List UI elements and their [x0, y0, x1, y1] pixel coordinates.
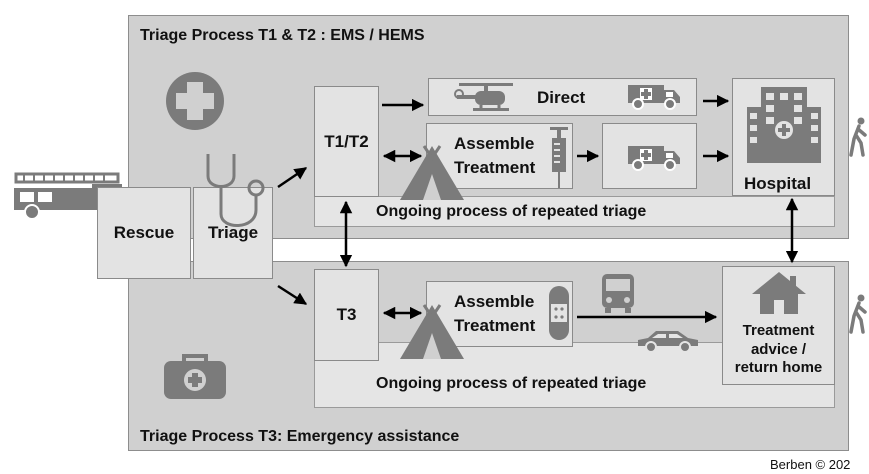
hospital-label: Hospital	[744, 174, 812, 193]
arrow-triage-t3	[277, 284, 308, 306]
stethoscope-icon	[206, 154, 265, 227]
walking-person-icon-top	[849, 117, 867, 157]
t1t2-box: T1/T2	[314, 86, 379, 197]
arrow-triage-t1t2	[277, 166, 308, 189]
bandage-icon	[549, 286, 569, 340]
medical-bag-icon	[164, 354, 226, 399]
credit-text: Berben © 202	[770, 457, 851, 472]
ambulance-icon-2	[628, 146, 680, 171]
ongoing-label-bottom: Ongoing process of repeated triage	[376, 375, 647, 392]
panel-t1-t2-title: Triage Process T1 & T2 : EMS / HEMS	[140, 27, 425, 44]
direct-label: Direct	[537, 88, 586, 107]
rescue-box: Rescue	[97, 187, 191, 279]
ongoing-region-top	[314, 196, 835, 227]
treatment-advice-text: Treatment advice / return home	[722, 318, 835, 382]
triage-box: Triage	[193, 187, 273, 279]
treatment-advice-line1: Treatment	[742, 321, 815, 339]
rescue-label: Rescue	[113, 223, 175, 243]
bus-icon	[602, 274, 634, 313]
panel-t3-title: Triage Process T3: Emergency assistance	[140, 428, 460, 445]
ambulance-icon	[628, 85, 680, 110]
syringe-icon	[550, 127, 568, 188]
t1t2-label: T1/T2	[324, 131, 369, 151]
car-icon	[638, 331, 698, 353]
walking-person-icon-bottom	[849, 294, 867, 334]
house-icon	[752, 272, 806, 314]
treatment-advice-line3: return home	[734, 359, 823, 377]
tent-icon-bottom	[400, 304, 464, 359]
assemble-top-line1: Assemble	[454, 134, 535, 153]
assemble-treatment-bottom-box	[426, 281, 573, 347]
t3-label: T3	[336, 305, 357, 325]
hospital-building-icon	[747, 87, 821, 163]
ambulance-box	[602, 123, 697, 189]
treatment-advice-line2: advice /	[750, 340, 807, 358]
assemble-bottom-line1: Assemble	[454, 292, 535, 311]
tent-icon-top	[400, 145, 464, 200]
ongoing-label-top: Ongoing process of repeated triage	[376, 203, 647, 220]
triage-label: Triage	[207, 223, 259, 243]
medical-cross-icon	[166, 72, 224, 130]
t3-box: T3	[314, 269, 379, 361]
assemble-bottom-line2: Treatment	[454, 316, 536, 335]
assemble-top-line2: Treatment	[454, 158, 536, 177]
helicopter-icon	[454, 83, 513, 111]
